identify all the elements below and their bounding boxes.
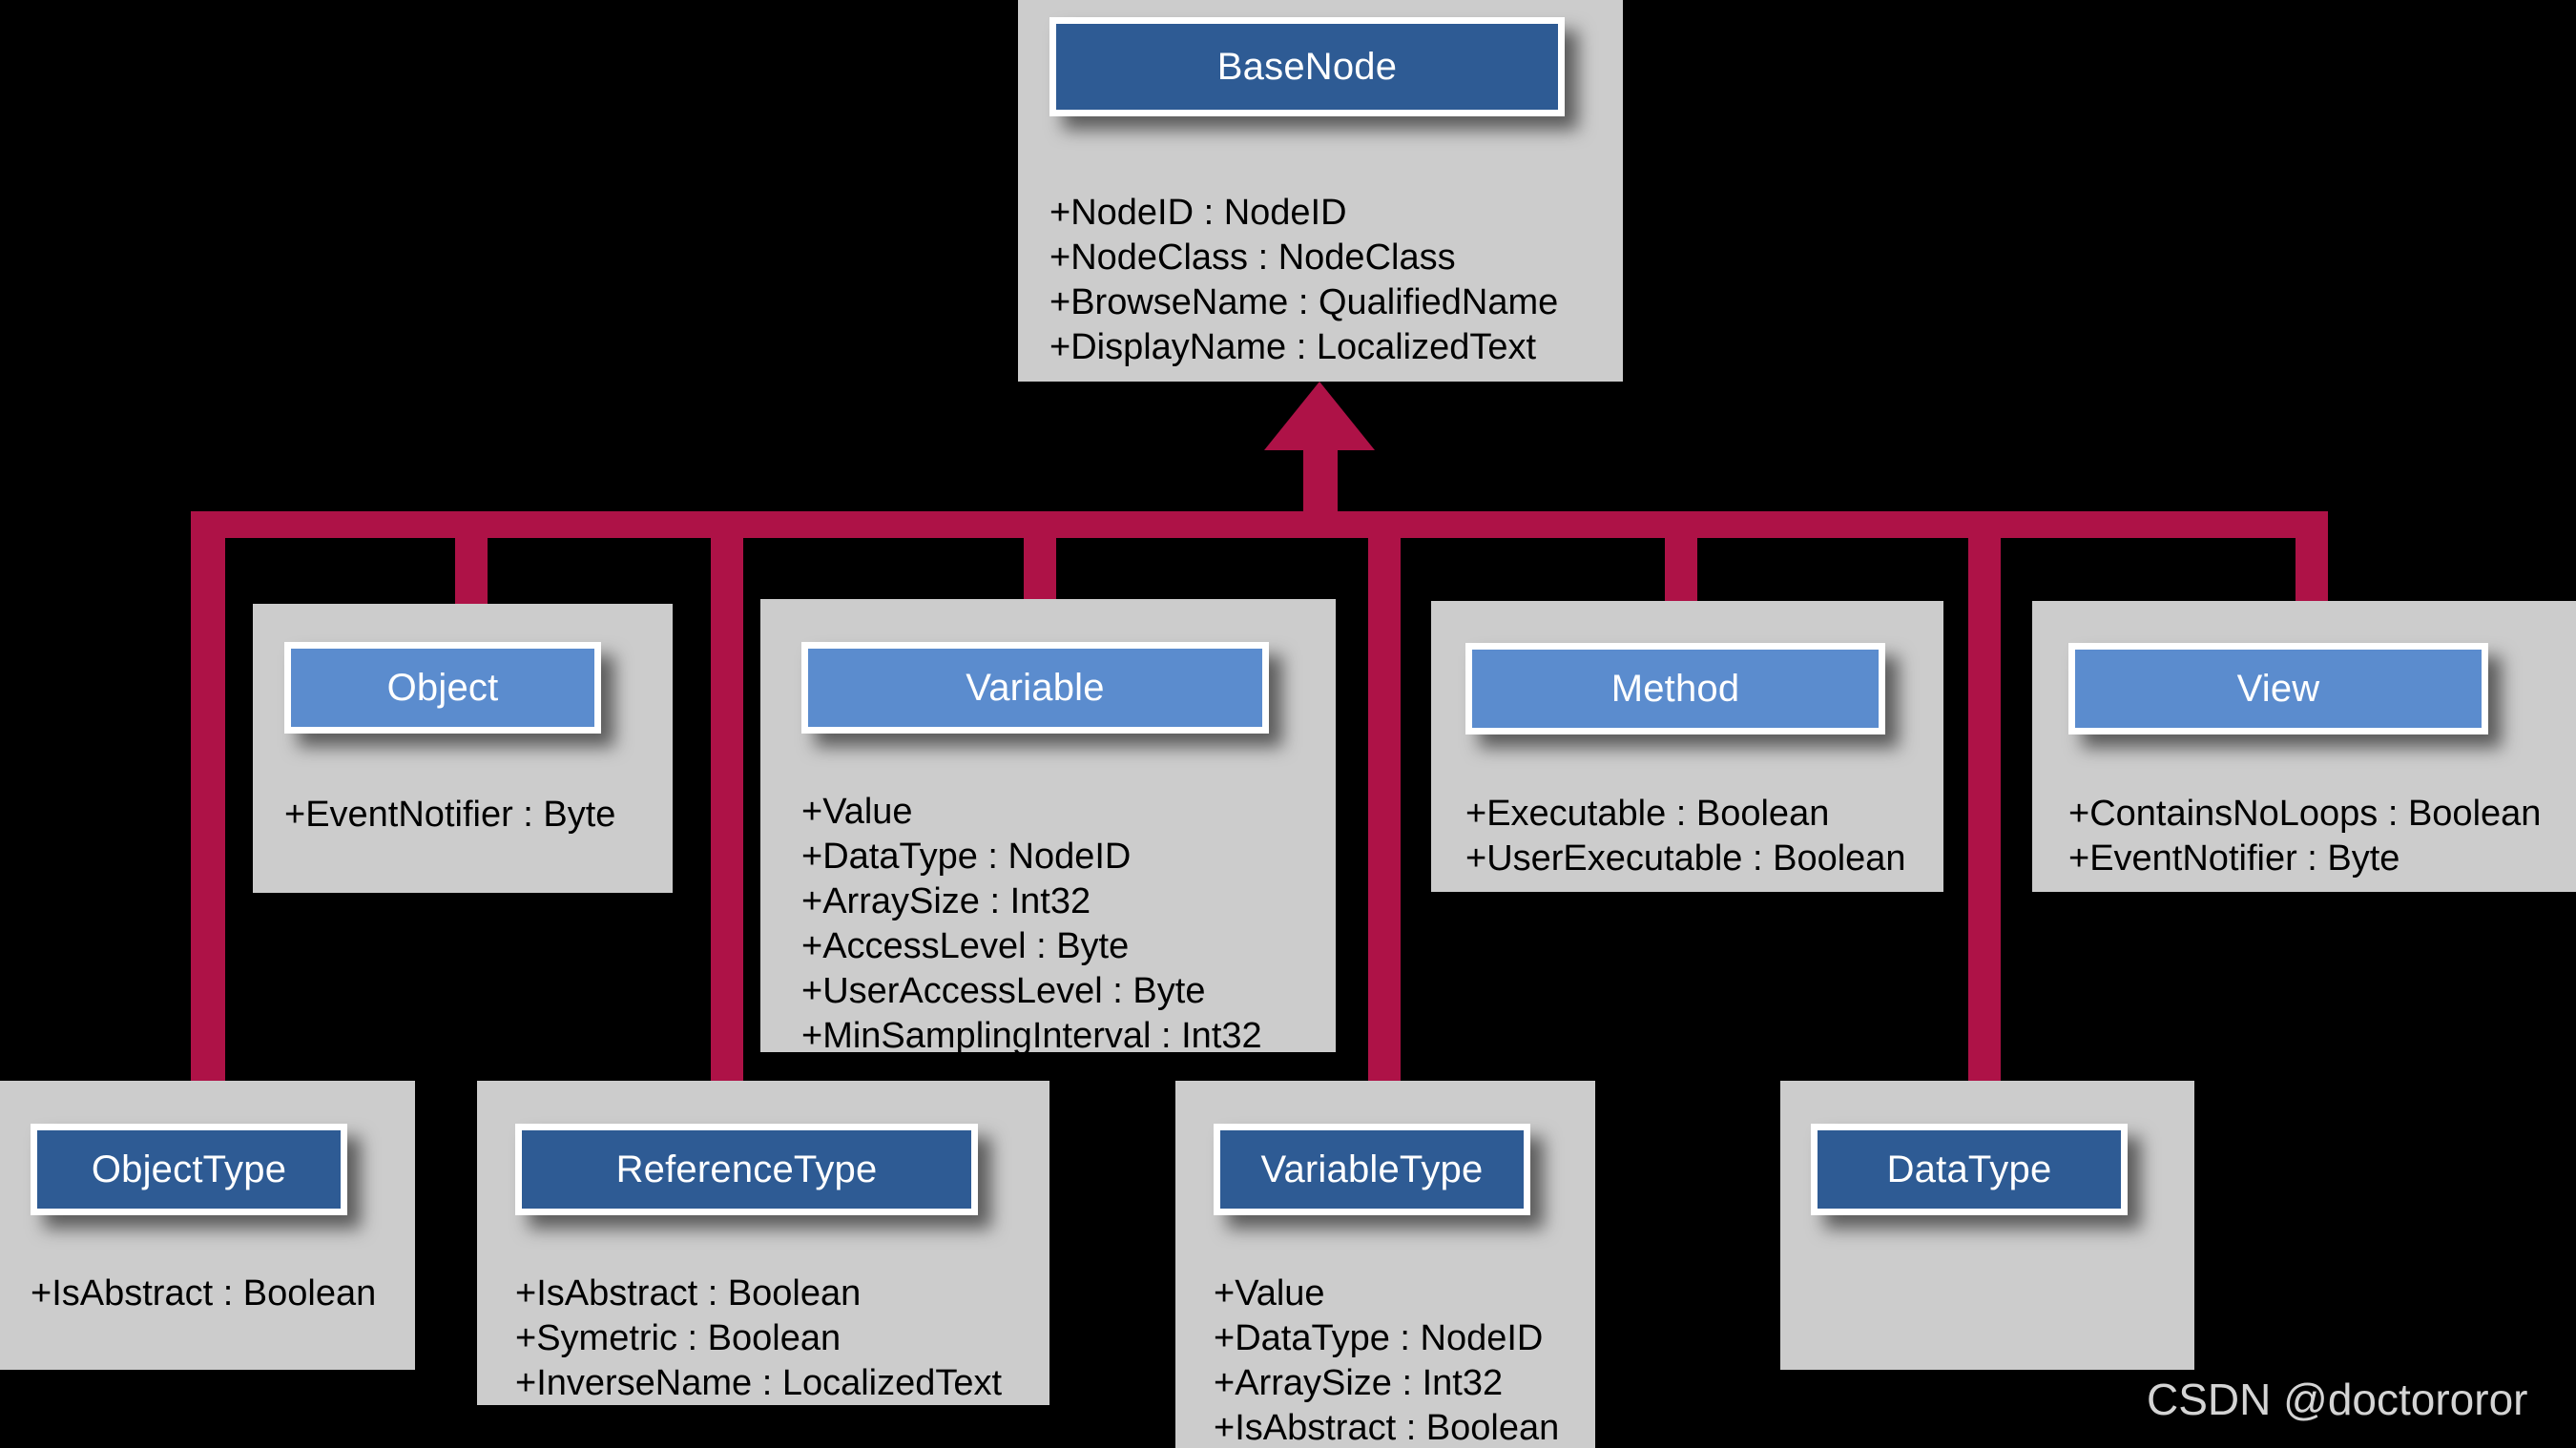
class-title-method: Method <box>1610 667 1740 710</box>
attribute-row: +InverseName : LocalizedText <box>515 1363 1003 1403</box>
attribute-row: +DisplayName : LocalizedText <box>1049 327 1537 367</box>
class-header-object[interactable]: Object <box>284 642 601 734</box>
attribute-row: +NodeClass : NodeClass <box>1049 238 1456 278</box>
attribute-row: +Executable : Boolean <box>1465 794 1830 834</box>
class-box-object-type[interactable]: ObjectType +IsAbstract : Boolean <box>0 1081 415 1370</box>
connector-drop-object-type <box>191 511 225 1084</box>
class-box-variable[interactable]: Variable +Value +DataType : NodeID +Arra… <box>760 599 1336 1056</box>
attribute-row: +Symetric : Boolean <box>515 1318 841 1358</box>
watermark-label: CSDN @doctororor <box>2147 1375 2528 1424</box>
class-attributes-method: +Executable : Boolean +UserExecutable : … <box>1465 792 1942 881</box>
attribute-row: +IsAbstract : Boolean <box>515 1273 862 1314</box>
class-header-variable-type[interactable]: VariableType <box>1214 1124 1530 1215</box>
class-header-method[interactable]: Method <box>1465 643 1885 734</box>
class-attributes-object-type: +IsAbstract : Boolean <box>31 1272 431 1316</box>
attribute-row: +EventNotifier : Byte <box>2068 838 2400 879</box>
attribute-row: +BrowseName : QualifiedName <box>1049 282 1559 322</box>
connector-drop-data-type <box>1968 511 2001 1084</box>
connector-drop-method <box>1665 511 1697 605</box>
connector-drop-view <box>2296 511 2328 605</box>
attribute-row: +UserAccessLevel : Byte <box>801 971 1206 1011</box>
class-title-base-node: BaseNode <box>1216 45 1398 88</box>
attribute-row: +AccessLevel : Byte <box>801 926 1130 966</box>
class-attributes-variable-type: +Value +DataType : NodeID +ArraySize : I… <box>1214 1272 1652 1448</box>
attribute-row: +DataType : NodeID <box>1214 1318 1544 1358</box>
connector-horizontal-bus <box>191 511 2328 538</box>
class-box-data-type[interactable]: DataType <box>1780 1081 2194 1370</box>
attribute-row: +ArraySize : Int32 <box>801 881 1091 921</box>
class-header-variable[interactable]: Variable <box>801 642 1269 734</box>
attribute-row: +IsAbstract : Boolean <box>31 1273 377 1314</box>
connector-arrow-stem <box>1303 445 1338 516</box>
class-box-method[interactable]: Method +Executable : Boolean +UserExecut… <box>1431 601 1943 892</box>
class-attributes-object: +EventNotifier : Byte <box>284 793 666 838</box>
class-box-variable-type[interactable]: VariableType +Value +DataType : NodeID +… <box>1175 1081 1595 1448</box>
connector-drop-object <box>455 511 488 607</box>
class-title-data-type: DataType <box>1886 1148 2052 1190</box>
class-title-object-type: ObjectType <box>91 1148 287 1190</box>
class-box-object[interactable]: Object +EventNotifier : Byte <box>253 604 673 893</box>
class-attributes-base-node: +NodeID : NodeID +NodeClass : NodeClass … <box>1049 191 1603 370</box>
inheritance-arrowhead-icon <box>1264 382 1375 450</box>
attribute-row: +ArraySize : Int32 <box>1214 1363 1504 1403</box>
attribute-row: +IsAbstract : Boolean <box>1214 1408 1560 1448</box>
connector-drop-reference-type <box>711 511 743 1084</box>
class-header-reference-type[interactable]: ReferenceType <box>515 1124 978 1215</box>
class-header-data-type[interactable]: DataType <box>1811 1124 2128 1215</box>
class-box-view[interactable]: View +ContainsNoLoops : Boolean +EventNo… <box>2032 601 2576 892</box>
connector-drop-variable <box>1024 511 1056 603</box>
attribute-row: +Value <box>801 792 913 832</box>
class-header-object-type[interactable]: ObjectType <box>31 1124 347 1215</box>
attribute-row: +ContainsNoLoops : Boolean <box>2068 794 2542 834</box>
attribute-row: +Value <box>1214 1273 1325 1314</box>
class-box-base-node[interactable]: BaseNode +NodeID : NodeID +NodeClass : N… <box>1018 0 1623 382</box>
class-title-variable-type: VariableType <box>1260 1148 1484 1190</box>
attribute-row: +EventNotifier : Byte <box>284 795 616 835</box>
class-attributes-view: +ContainsNoLoops : Boolean +EventNotifie… <box>2068 792 2576 881</box>
class-title-reference-type: ReferenceType <box>615 1148 878 1190</box>
class-attributes-variable: +Value +DataType : NodeID +ArraySize : I… <box>801 790 1336 1059</box>
class-box-reference-type[interactable]: ReferenceType +IsAbstract : Boolean +Sym… <box>477 1081 1049 1405</box>
connector-drop-variable-type <box>1368 511 1401 1084</box>
class-title-object: Object <box>386 666 499 709</box>
class-title-variable: Variable <box>966 666 1105 709</box>
class-title-view: View <box>2236 667 2320 710</box>
attribute-row: +DataType : NodeID <box>801 837 1132 877</box>
class-header-view[interactable]: View <box>2068 643 2488 734</box>
attribute-row: +MinSamplingInterval : Int32 <box>801 1016 1262 1056</box>
class-header-base-node[interactable]: BaseNode <box>1049 17 1565 116</box>
attribute-row: +NodeID : NodeID <box>1049 193 1347 233</box>
attribute-row: +UserExecutable : Boolean <box>1465 838 1906 879</box>
class-attributes-reference-type: +IsAbstract : Boolean +Symetric : Boolea… <box>515 1272 1049 1406</box>
